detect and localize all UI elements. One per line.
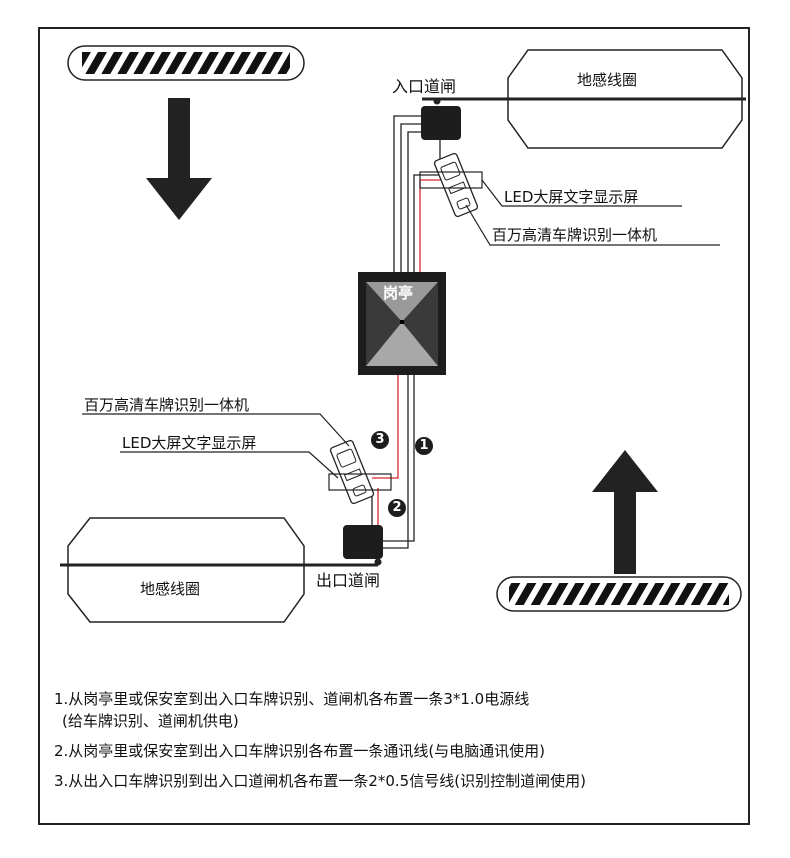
guard-booth <box>358 272 446 375</box>
wire-marker-1-text: 1 <box>419 438 429 453</box>
entrance-gate-label: 入口道闸 <box>392 77 457 96</box>
camera-top <box>433 152 479 218</box>
loop-bottom-label: 地感线圈 <box>140 580 201 598</box>
diagram-frame <box>38 27 750 825</box>
wire-marker-2 <box>388 499 406 517</box>
led-bottom-label: LED大屏文字显示屏 <box>122 434 257 452</box>
note-2: 2.从岗亭里或保安室到出入口车牌识别各布置一条通讯线(与电脑通讯使用) <box>54 742 546 760</box>
leader-lines <box>82 179 720 479</box>
wire-marker-1 <box>415 437 433 455</box>
wires-bottom <box>371 375 415 549</box>
down-arrow-icon <box>146 98 212 220</box>
exit-gate-label: 出口道闸 <box>316 571 381 590</box>
ground-loop-bottom <box>67 517 305 623</box>
exit-gate-box <box>343 525 383 559</box>
wires-top <box>393 115 450 272</box>
note-3: 3.从出入口车牌识别到出入口道闸机各布置一条2*0.5信号线(识别控制道闸使用) <box>54 772 586 790</box>
note-1: 1.从岗亭里或保安室到出入口车牌识别、道闸机各布置一条3*1.0电源线 <box>54 690 530 708</box>
camera-bottom <box>329 439 375 505</box>
wiring-notes: 1.从岗亭里或保安室到出入口车牌识别、道闸机各布置一条3*1.0电源线 (给车牌… <box>54 688 586 792</box>
wire-marker-3 <box>371 431 389 449</box>
camera-top-label: 百万高清车牌识别一体机 <box>492 226 658 244</box>
loop-top-label: 地感线圈 <box>577 71 638 89</box>
wire-marker-3-text: 3 <box>375 432 385 447</box>
led-box-bottom <box>328 473 392 491</box>
lane-marker-bottom-right <box>496 576 742 612</box>
up-arrow-icon <box>592 450 658 574</box>
note-1-detail: (给车牌识别、道闸机供电) <box>62 712 239 730</box>
entrance-gate-box <box>421 106 461 140</box>
led-top-label: LED大屏文字显示屏 <box>504 188 639 206</box>
booth-label: 岗亭 <box>383 284 414 302</box>
camera-bottom-label: 百万高清车牌识别一体机 <box>84 396 250 414</box>
wire-marker-2-text: 2 <box>392 500 402 515</box>
lane-marker-top-left <box>67 45 305 81</box>
